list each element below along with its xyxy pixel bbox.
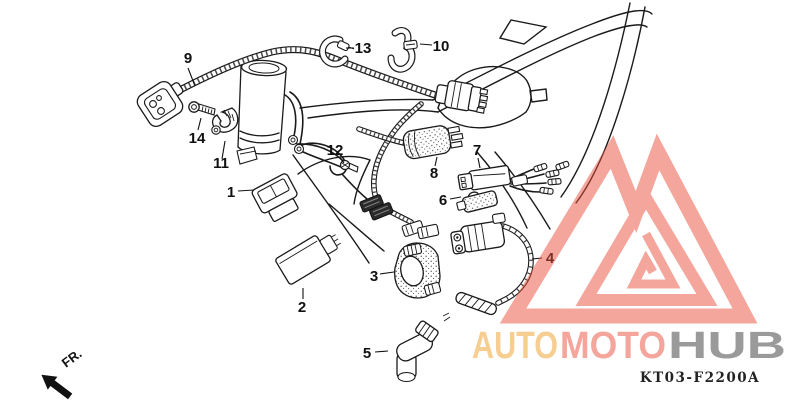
callout-14: 14 bbox=[189, 130, 206, 147]
callout-6: 6 bbox=[439, 192, 447, 209]
bullet-terminals bbox=[533, 160, 570, 195]
callout-11: 11 bbox=[213, 155, 229, 172]
clamp-10 bbox=[387, 27, 418, 73]
watermark-logo-icon bbox=[499, 133, 758, 324]
callout-10: 10 bbox=[433, 38, 450, 55]
sub-harness bbox=[284, 91, 440, 240]
clamp-3 bbox=[393, 242, 442, 299]
bolt-14 bbox=[188, 101, 216, 116]
fr-direction: FR. bbox=[41, 346, 85, 400]
callout-5: 5 bbox=[363, 345, 371, 362]
callout-2: 2 bbox=[298, 299, 306, 316]
clamp-13 bbox=[319, 35, 355, 68]
callout-13: 13 bbox=[355, 40, 372, 57]
callout-1: 1 bbox=[227, 184, 235, 201]
clamp-11 bbox=[211, 107, 239, 135]
callout-7: 7 bbox=[473, 142, 481, 159]
flat-connector bbox=[417, 223, 440, 240]
bolt-12 bbox=[339, 159, 359, 173]
fr-arrow-icon bbox=[41, 374, 73, 400]
connector-6 bbox=[456, 190, 498, 213]
watermark-word-moto: MOTO bbox=[560, 325, 666, 367]
callout-12: 12 bbox=[327, 142, 344, 159]
connector-9 bbox=[136, 80, 184, 128]
watermark: AUTO MOTO HUB bbox=[472, 133, 786, 367]
plug-wire-end bbox=[455, 291, 498, 316]
watermark-text: AUTO MOTO HUB bbox=[472, 325, 786, 367]
unit-7 bbox=[457, 160, 570, 195]
protector-tube bbox=[236, 59, 288, 165]
tube-flange bbox=[236, 146, 258, 165]
frame-outline bbox=[292, 2, 653, 264]
connector-8 bbox=[359, 125, 464, 160]
fr-label: FR. bbox=[59, 346, 85, 371]
wire-harness-cable bbox=[176, 50, 438, 96]
part-code: KT03-F2200A bbox=[640, 370, 760, 386]
callout-8: 8 bbox=[430, 165, 438, 182]
connector-pair bbox=[359, 194, 394, 221]
plug-cap-5 bbox=[396, 320, 439, 383]
ring-terminal bbox=[293, 143, 305, 155]
unit-2 bbox=[275, 234, 341, 285]
ignition-coil-4 bbox=[442, 212, 531, 322]
watermark-word-auto: AUTO bbox=[472, 325, 558, 367]
watermark-word-hub: HUB bbox=[668, 325, 786, 367]
callout-3: 3 bbox=[370, 268, 378, 285]
callout-9: 9 bbox=[184, 50, 192, 67]
ring-terminal bbox=[287, 134, 299, 146]
harness-end-connector bbox=[434, 80, 489, 114]
connector-1 bbox=[251, 173, 299, 222]
